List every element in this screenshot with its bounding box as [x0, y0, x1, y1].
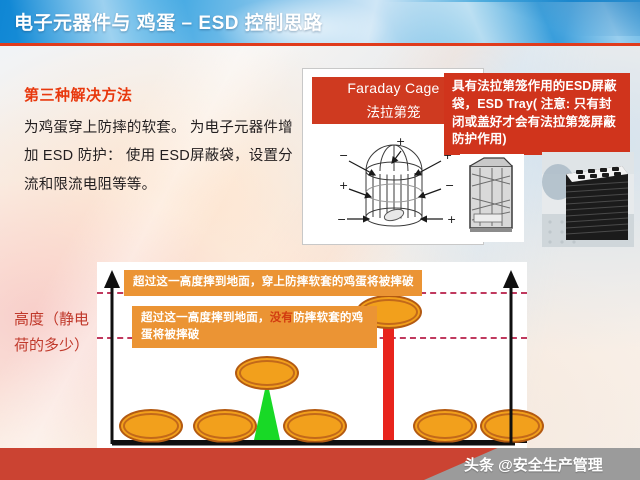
egg-marker	[193, 409, 257, 443]
faraday-cage-diagram: + − + + − − +	[337, 135, 456, 227]
y-axis-arrow-icon	[104, 270, 120, 288]
egg-marker	[235, 356, 299, 390]
y-axis-label: 高度（静电荷的多少）	[14, 311, 90, 355]
body-copy-block: 第三种解决方法 为鸡蛋穿上防摔的软套。 为电子元器件增加 ESD 防护： 使用 …	[24, 84, 294, 199]
egg-marker	[283, 409, 347, 443]
copy-paragraph: 为鸡蛋穿上防摔的软套。 为电子元器件增加 ESD 防护： 使用 ESD屏蔽袋，设…	[24, 120, 293, 193]
red-column-support	[383, 312, 394, 440]
svg-text:+: +	[443, 149, 452, 162]
egg-marker	[119, 409, 183, 443]
chart-axes	[104, 270, 519, 446]
banner-lower-text-before: 超过这一高度摔到地面，	[141, 312, 270, 324]
sky-shadow-icon	[420, 0, 640, 36]
banner-lower: 超过这一高度摔到地面，没有防摔软套的鸡蛋将被摔破	[132, 306, 377, 349]
watermark-text: 头条 @安全生产管理	[464, 457, 603, 474]
svg-text:−: −	[445, 179, 454, 192]
cloud-wisp-icon	[380, 2, 640, 44]
product-photo-group	[444, 152, 634, 247]
banner-upper: 超过这一高度摔到地面，穿上防摔软套的鸡蛋将被摔破	[124, 270, 422, 296]
esd-bag-note-text: 具有法拉第笼作用的ESD屏蔽袋，ESD Tray( 注意: 只有封闭或盖好才会有…	[452, 79, 617, 147]
svg-text:−: −	[337, 213, 346, 226]
esd-bag-note: 具有法拉第笼作用的ESD屏蔽袋，ESD Tray( 注意: 只有封闭或盖好才会有…	[444, 73, 630, 155]
svg-text:+: +	[447, 213, 456, 226]
svg-text:+: +	[339, 179, 348, 192]
banner-lower-highlight: 没有	[269, 312, 294, 324]
svg-text:−: −	[339, 149, 348, 162]
svg-text:+: +	[396, 135, 405, 148]
page-title: 电子元器件与 鸡蛋 – ESD 控制思路	[14, 13, 323, 34]
green-cushion-support	[254, 380, 280, 440]
copy-heading: 第三种解决方法	[24, 87, 133, 104]
header-accent-rule	[0, 43, 640, 46]
faraday-caption-en: Faraday Cage	[347, 80, 440, 96]
egg-marker	[413, 409, 477, 443]
esd-tray-stack-photo	[542, 152, 634, 247]
esd-shielding-bag-photo	[460, 154, 524, 242]
banner-lower-text-after: 防摔软套的鸡蛋将被摔破	[141, 312, 364, 341]
faraday-caption-zh: 法拉第笼	[366, 105, 421, 120]
y-axis-arrow-right-icon	[503, 270, 519, 288]
watermark: 头条 @安全生产管理	[424, 448, 640, 480]
